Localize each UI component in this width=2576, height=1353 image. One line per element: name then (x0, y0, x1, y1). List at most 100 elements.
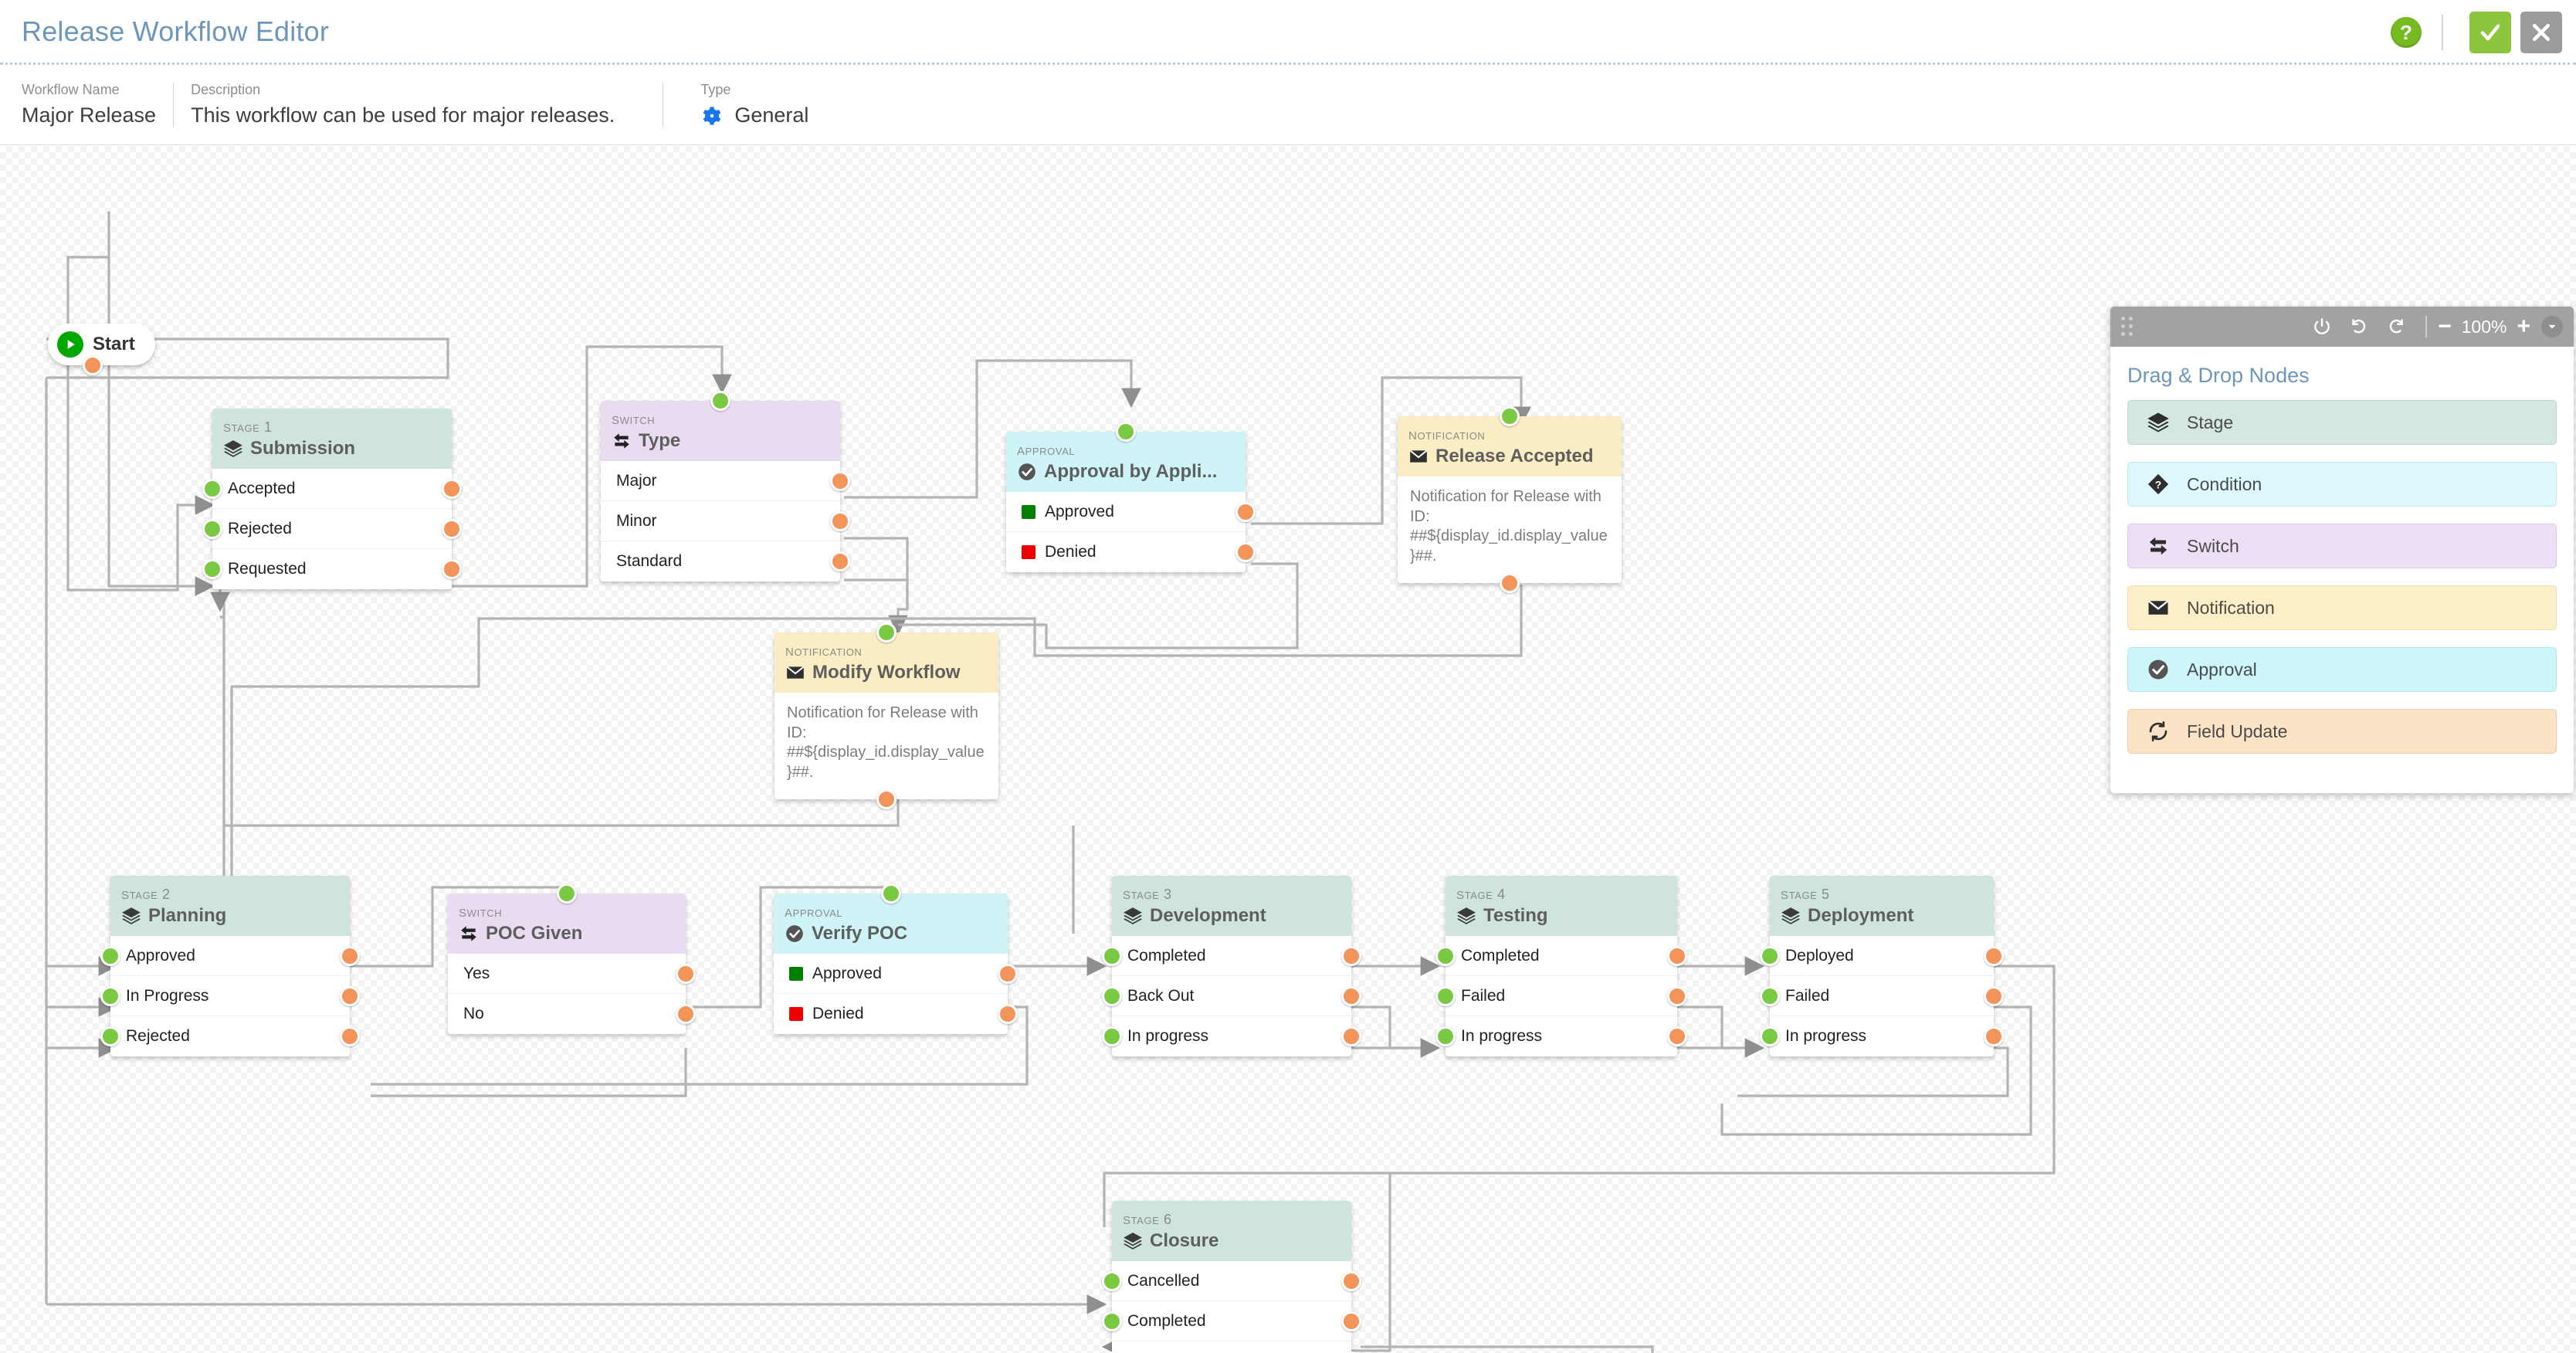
input-port[interactable] (1760, 1026, 1780, 1046)
node-deployment[interactable]: Stage 5 Deployment Deployed Failed (1760, 876, 2004, 1056)
input-port[interactable] (710, 391, 730, 411)
input-port[interactable] (1102, 946, 1122, 966)
palette-item-switch[interactable]: Switch (2127, 524, 2557, 568)
save-button[interactable] (2469, 12, 2511, 53)
node-approval-by-application[interactable]: Approval Approval by Appli... Approved D… (1006, 422, 1256, 572)
output-port[interactable] (340, 1026, 360, 1046)
node-row[interactable]: In progress (1760, 1016, 2004, 1056)
output-port[interactable] (1341, 946, 1361, 966)
node-row[interactable]: Minor (601, 501, 850, 541)
palette-item-stage[interactable]: Stage (2127, 400, 2557, 445)
workflow-canvas[interactable]: Start End Stage 1 Submission (0, 146, 2576, 1353)
output-port[interactable] (830, 471, 850, 491)
zoom-out-icon[interactable]: − (2438, 314, 2452, 339)
output-port[interactable] (1984, 1026, 2004, 1046)
node-submission[interactable]: Stage 1 Submission Accepted Rejected (202, 409, 462, 589)
node-row[interactable]: Failed (1760, 976, 2004, 1016)
node-row[interactable]: Standard (601, 541, 850, 582)
output-port[interactable] (1667, 986, 1687, 1006)
output-port[interactable] (876, 789, 897, 810)
node-row[interactable]: Approved (1006, 492, 1256, 532)
node-row[interactable]: Cancelled (1102, 1261, 1361, 1301)
node-row[interactable]: Major (601, 461, 850, 501)
node-row[interactable]: Approved (100, 936, 360, 976)
node-row[interactable]: Accepted (202, 469, 462, 509)
input-port[interactable] (1435, 946, 1456, 966)
chevron-down-icon[interactable] (2541, 316, 2563, 337)
output-port[interactable] (442, 479, 462, 499)
input-port[interactable] (1435, 1026, 1456, 1046)
node-row[interactable]: Deployed (1760, 936, 2004, 976)
node-row[interactable]: Rejected (202, 509, 462, 549)
node-row[interactable]: Yes (448, 954, 696, 994)
output-port[interactable] (1341, 986, 1361, 1006)
start-node[interactable]: Start (48, 324, 155, 375)
input-port[interactable] (1102, 986, 1122, 1006)
node-row[interactable]: Denied (1006, 532, 1256, 572)
node-row[interactable]: In Progress (100, 976, 360, 1016)
node-palette-panel[interactable]: − 100% + Drag & Drop Nodes Stage ? Condi… (2110, 307, 2574, 793)
node-row[interactable]: Rejected (100, 1016, 360, 1056)
node-modify-workflow[interactable]: Notification Modify Workflow Notificatio… (774, 622, 998, 810)
undo-icon[interactable] (2349, 317, 2369, 337)
output-port[interactable] (676, 964, 696, 984)
output-port[interactable] (442, 519, 462, 539)
palette-item-approval[interactable]: Approval (2127, 647, 2557, 692)
node-verify-poc[interactable]: Approval Verify POC Approved Denied (774, 883, 1018, 1034)
cancel-button[interactable] (2520, 12, 2562, 53)
node-testing[interactable]: Stage 4 Testing Completed Failed (1435, 876, 1687, 1056)
input-port[interactable] (1102, 1311, 1122, 1331)
node-type[interactable]: Switch Type Major Minor Standard (601, 391, 850, 582)
power-icon[interactable] (2312, 317, 2332, 337)
input-port[interactable] (1435, 986, 1456, 1006)
node-development[interactable]: Stage 3 Development Completed Back Out (1102, 876, 1361, 1056)
node-row[interactable]: No (448, 994, 696, 1034)
drag-handle-icon[interactable] (2121, 317, 2135, 337)
output-port[interactable] (1667, 946, 1687, 966)
output-port[interactable] (998, 964, 1018, 984)
node-row[interactable]: Completed (1102, 936, 1361, 976)
output-port[interactable] (83, 355, 103, 375)
input-port[interactable] (100, 946, 120, 966)
node-row[interactable]: Failed (1102, 1341, 1361, 1353)
input-port[interactable] (1760, 986, 1780, 1006)
node-row[interactable]: Denied (774, 994, 1018, 1034)
input-port[interactable] (202, 559, 222, 579)
palette-item-notification[interactable]: Notification (2127, 585, 2557, 630)
output-port[interactable] (676, 1004, 696, 1024)
node-closure[interactable]: Stage 6 Closure Cancelled Completed (1102, 1201, 1361, 1353)
node-row[interactable]: In progress (1435, 1016, 1687, 1056)
node-release-accepted[interactable]: Notification Release Accepted Notificati… (1398, 406, 1622, 594)
node-row[interactable]: Requested (202, 549, 462, 589)
output-port[interactable] (1235, 542, 1256, 562)
input-port[interactable] (557, 883, 577, 904)
input-port[interactable] (876, 622, 897, 643)
palette-item-condition[interactable]: ? Condition (2127, 462, 2557, 507)
input-port[interactable] (100, 986, 120, 1006)
output-port[interactable] (830, 551, 850, 571)
input-port[interactable] (1102, 1271, 1122, 1291)
node-planning[interactable]: Stage 2 Planning Approved In Progress (100, 876, 360, 1056)
output-port[interactable] (1984, 986, 2004, 1006)
input-port[interactable] (1500, 406, 1520, 426)
input-port[interactable] (1116, 422, 1136, 442)
output-port[interactable] (442, 559, 462, 579)
output-port[interactable] (998, 1004, 1018, 1024)
output-port[interactable] (1341, 1271, 1361, 1291)
input-port[interactable] (202, 479, 222, 499)
output-port[interactable] (1667, 1026, 1687, 1046)
input-port[interactable] (1760, 946, 1780, 966)
input-port[interactable] (202, 519, 222, 539)
input-port[interactable] (100, 1026, 120, 1046)
output-port[interactable] (1500, 573, 1520, 594)
node-row[interactable]: Completed (1435, 936, 1687, 976)
node-row[interactable]: Approved (774, 954, 1018, 994)
node-poc-given[interactable]: Switch POC Given Yes No (448, 883, 696, 1034)
node-row[interactable]: Completed (1102, 1301, 1361, 1341)
node-row[interactable]: Back Out (1102, 976, 1361, 1016)
output-port[interactable] (340, 986, 360, 1006)
output-port[interactable] (1341, 1311, 1361, 1331)
input-port[interactable] (1102, 1026, 1122, 1046)
help-icon[interactable]: ? (2391, 17, 2422, 48)
redo-icon[interactable] (2386, 317, 2406, 337)
